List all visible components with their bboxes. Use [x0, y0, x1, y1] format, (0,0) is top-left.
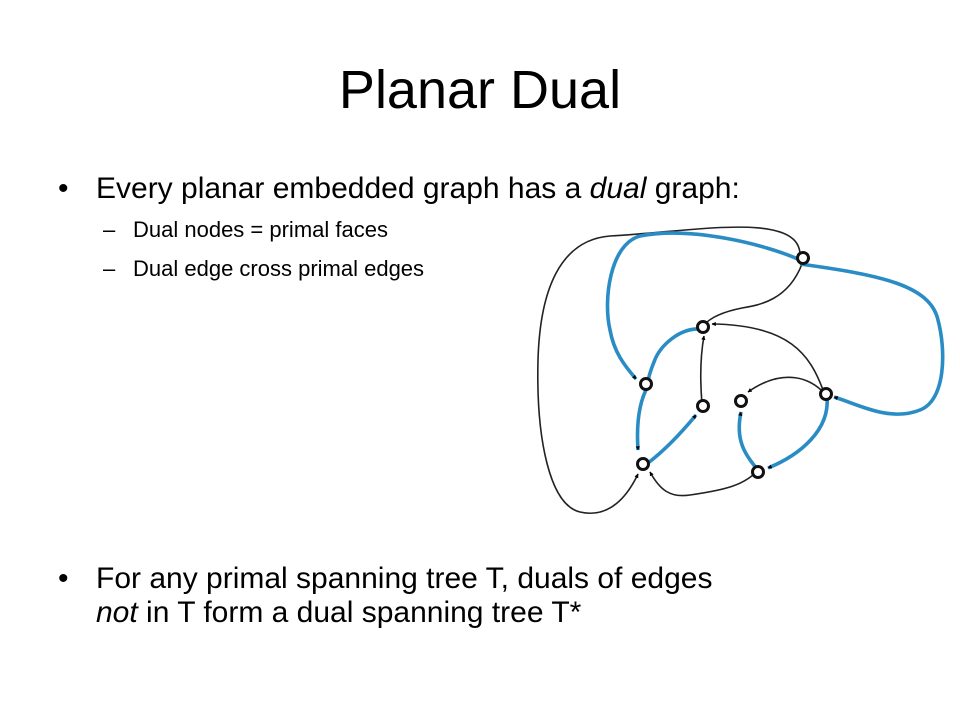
bullet-text-part: in T form a dual spanning tree T* [137, 596, 582, 629]
sub-marker: – [103, 256, 116, 281]
dual-edges [605, 231, 945, 472]
sub-item-text: Dual edge cross primal edges [133, 256, 425, 281]
dual-edge [645, 327, 701, 384]
dual-edge [767, 396, 829, 470]
primal-edge [537, 226, 801, 515]
primal-edge [711, 321, 824, 391]
bullet-text-italic: not [96, 596, 138, 629]
graph-node [639, 377, 653, 391]
graph-node [696, 399, 710, 413]
slide-title: Planar Dual [338, 60, 622, 120]
primal-edge [747, 376, 824, 393]
sub-item-dual-edges: –Dual edge cross primal edges [103, 256, 424, 282]
graph-node [734, 394, 748, 408]
graph-node [636, 457, 650, 471]
primal-edge [649, 469, 759, 497]
dual-edge [646, 413, 698, 465]
bullet-marker: • [58, 562, 69, 595]
bullet-text-line2: not in T form a dual spanning tree T* [96, 596, 581, 630]
primal-edge [703, 263, 803, 326]
sub-marker: – [103, 217, 116, 242]
graph-node [751, 465, 765, 479]
primal-edges [537, 226, 824, 515]
bullet-text-italic: dual [589, 172, 647, 205]
graph-node [819, 387, 833, 401]
bullet-marker: • [58, 172, 69, 205]
primal-edge [699, 335, 706, 405]
graph-node [796, 251, 810, 265]
sub-item-dual-nodes: –Dual nodes = primal faces [103, 217, 388, 243]
dual-edge [799, 262, 945, 416]
graph-nodes [636, 251, 833, 479]
bullet-text-part: graph: [646, 172, 740, 205]
bullet-text-part: Every planar embedded graph has a [96, 172, 590, 205]
sub-item-text: Dual nodes = primal faces [133, 217, 388, 242]
dual-edge [605, 231, 801, 381]
bullet-text: Every planar embedded graph has a dual g… [96, 172, 740, 206]
dual-edge [737, 411, 760, 472]
graph-node [696, 320, 710, 334]
dual-edge [635, 385, 650, 451]
bullet-text-line1: For any primal spanning tree T, duals of… [96, 562, 713, 595]
